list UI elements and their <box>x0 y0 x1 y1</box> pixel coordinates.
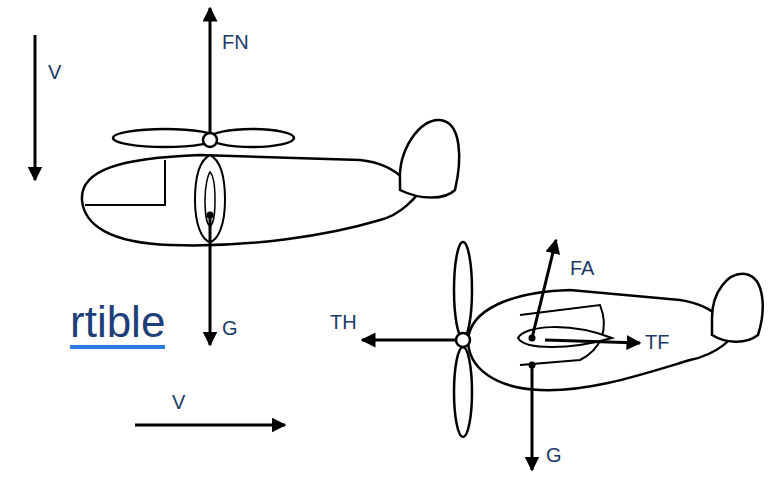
force-label: TH <box>330 312 357 332</box>
force-label: FN <box>222 32 249 52</box>
velocity-label: V <box>48 62 61 82</box>
force-label: G <box>546 445 562 465</box>
force-label: G <box>222 318 238 338</box>
velocity-label: V <box>172 392 185 412</box>
link-text: rtible <box>70 300 165 349</box>
force-label: TF <box>645 332 669 352</box>
force-label: FA <box>570 258 594 278</box>
